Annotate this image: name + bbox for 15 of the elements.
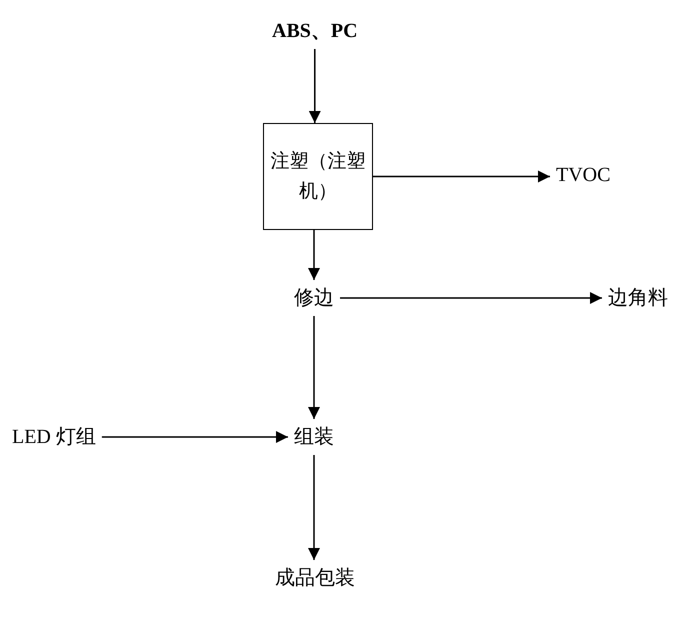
- output-label: TVOC: [556, 163, 610, 187]
- arrow: [308, 49, 321, 123]
- arrow: [340, 292, 602, 304]
- arrow: [308, 455, 320, 560]
- arrow: [373, 170, 550, 182]
- output-label: 边角料: [608, 286, 668, 310]
- process-label: 修边: [294, 286, 334, 310]
- input-label: ABS、PC: [272, 19, 358, 43]
- process-label: 成品包装: [275, 566, 355, 590]
- process-label: 组装: [294, 425, 334, 449]
- process-box: 注塑（注塑机）: [263, 123, 373, 230]
- arrow: [308, 230, 320, 280]
- input-label: LED 灯组: [12, 425, 96, 449]
- arrow: [102, 431, 288, 443]
- arrow: [308, 316, 320, 419]
